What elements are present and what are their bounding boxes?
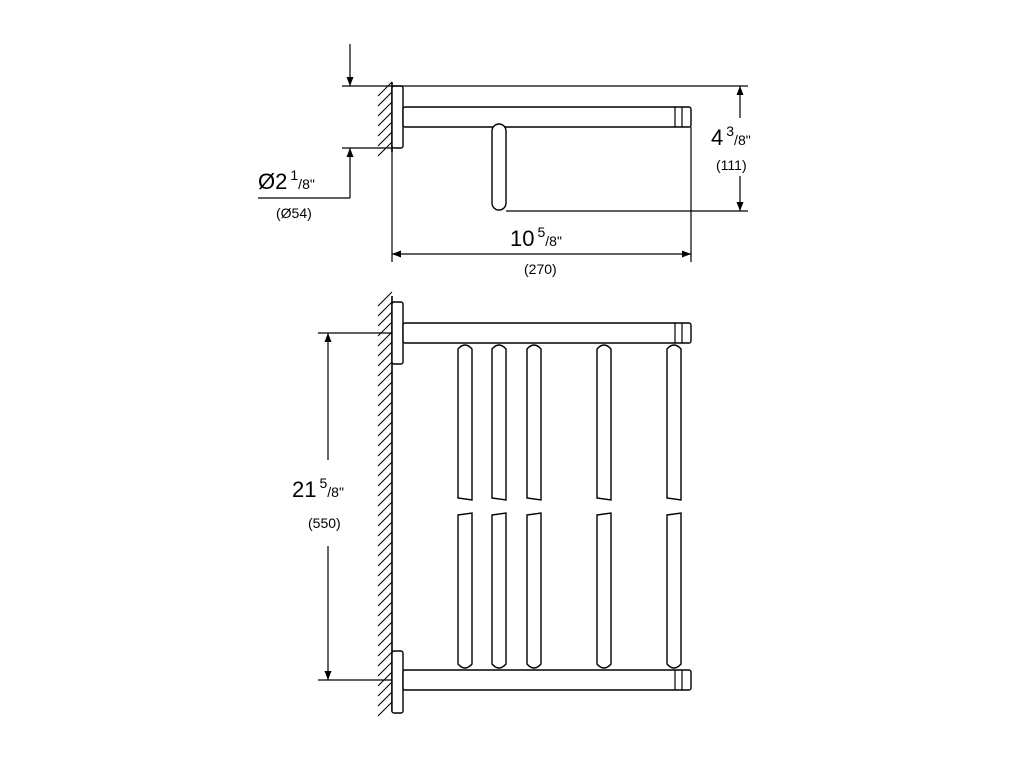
wall-hatch-line bbox=[377, 511, 393, 527]
wall-hatch-line bbox=[377, 391, 393, 407]
wall-hatch-line bbox=[377, 571, 393, 587]
rod-4 bbox=[596, 344, 612, 669]
wall-hatch-line bbox=[377, 371, 393, 387]
height-metric-label: (550) bbox=[308, 515, 341, 531]
wall-hatch-line bbox=[377, 521, 393, 537]
wall-hatch-line bbox=[377, 361, 393, 377]
wall-hatch-line bbox=[377, 541, 393, 557]
wall-hatch-line bbox=[377, 681, 393, 697]
wall-hatch-line bbox=[377, 351, 393, 367]
wall-hatch-line bbox=[377, 501, 393, 517]
wall-hatch-line bbox=[377, 581, 393, 597]
wall-hatch-line bbox=[377, 311, 393, 327]
wall-hatch-line bbox=[377, 451, 393, 467]
front-rods bbox=[457, 344, 682, 669]
side-rod bbox=[491, 123, 507, 211]
wall-hatch-line bbox=[377, 691, 393, 707]
wall-hatch-line bbox=[377, 631, 393, 647]
wall-hatch-line bbox=[377, 671, 393, 687]
side-wall-hatch bbox=[377, 81, 393, 157]
wall-hatch-line bbox=[377, 611, 393, 627]
wall-hatch-line bbox=[377, 441, 393, 457]
length-metric-label: (270) bbox=[524, 261, 557, 277]
wall-hatch-line bbox=[377, 701, 393, 717]
wall-hatch-line bbox=[377, 401, 393, 417]
wall-hatch-line bbox=[377, 341, 393, 357]
wall-hatch-line bbox=[377, 491, 393, 507]
wall-hatch-line bbox=[377, 411, 393, 427]
wall-hatch-line bbox=[377, 551, 393, 567]
wall-hatch-line bbox=[377, 461, 393, 477]
wall-hatch-line bbox=[377, 601, 393, 617]
wall-hatch-line bbox=[377, 561, 393, 577]
front-top-bar bbox=[402, 322, 692, 344]
front-bottom-rosette bbox=[391, 650, 404, 714]
wall-hatch-line bbox=[377, 431, 393, 447]
wall-hatch-line bbox=[377, 291, 393, 307]
wall-hatch-line bbox=[377, 481, 393, 497]
wall-hatch-line bbox=[377, 661, 393, 677]
depth-metric-label: (111) bbox=[716, 157, 747, 173]
wall-hatch-line bbox=[377, 421, 393, 437]
side-rosette bbox=[391, 85, 404, 149]
wall-hatch-line bbox=[377, 531, 393, 547]
rod-1 bbox=[457, 344, 473, 669]
rod-3 bbox=[526, 344, 542, 669]
side-bar bbox=[402, 106, 692, 128]
wall-hatch-line bbox=[377, 651, 393, 667]
wall-hatch-line bbox=[377, 331, 393, 347]
diameter-metric-label: (Ø54) bbox=[276, 205, 312, 221]
wall-hatch-line bbox=[377, 621, 393, 637]
front-wall-hatch bbox=[377, 291, 393, 717]
front-top-rosette bbox=[391, 301, 404, 365]
wall-hatch-line bbox=[377, 381, 393, 397]
front-wall bbox=[377, 291, 393, 717]
rod-5 bbox=[666, 344, 682, 669]
wall-hatch-line bbox=[377, 591, 393, 607]
wall-hatch-line bbox=[377, 321, 393, 337]
side-wall bbox=[377, 81, 393, 157]
wall-hatch-line bbox=[377, 301, 393, 317]
wall-hatch-line bbox=[377, 471, 393, 487]
wall-hatch-line bbox=[377, 641, 393, 657]
rod-2 bbox=[491, 344, 507, 669]
front-bottom-bar bbox=[402, 669, 692, 691]
